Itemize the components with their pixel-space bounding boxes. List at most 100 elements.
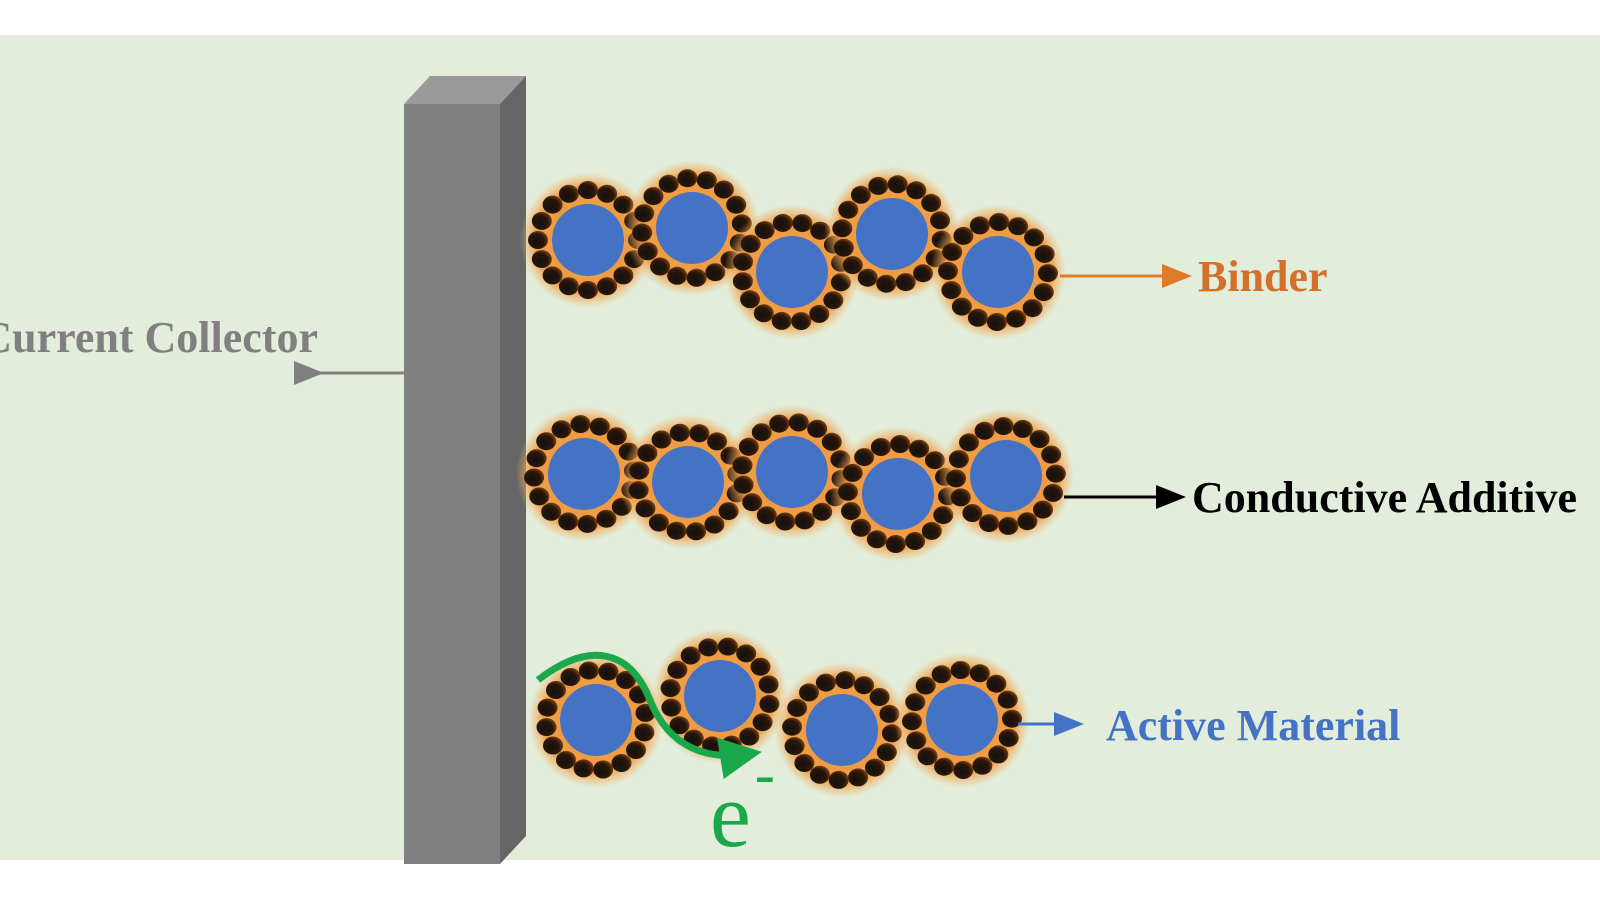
conductive-additive-dot [740, 234, 761, 253]
conductive-additive-dot [934, 757, 955, 776]
conductive-additive-dot [732, 272, 753, 291]
conductive-additive-dot [717, 637, 738, 656]
conductive-additive-dot [1034, 244, 1055, 263]
conductive-additive-dot [784, 737, 805, 756]
conductive-additive-dot [589, 417, 610, 436]
conductive-additive-dot [842, 256, 863, 275]
conductive-additive-dot [1022, 299, 1043, 318]
conductive-additive-dot [870, 438, 891, 456]
conductive-additive-dot [787, 698, 808, 717]
conductive-additive-dot [794, 754, 815, 772]
conductive-additive-dot [986, 313, 1007, 331]
conductive-additive-dot [628, 481, 649, 500]
conductive-additive-dot [542, 195, 563, 214]
conductive-additive-dot [666, 521, 687, 540]
coated-particle [528, 652, 664, 788]
conductive-additive-dot [541, 502, 562, 521]
conductive-additive-dot [953, 761, 974, 779]
conductive-additive-dot [1024, 228, 1045, 247]
conductive-additive-dot [596, 509, 617, 528]
conductive-additive-dot [759, 694, 780, 713]
conductive-additive-dot [988, 745, 1009, 764]
conductive-additive-dot [854, 448, 875, 467]
conductive-additive-dot [578, 661, 599, 680]
conductive-additive-dot [753, 304, 774, 323]
conductive-additive-dot [526, 449, 547, 468]
active-material-particle [560, 684, 632, 756]
conductive-additive-dot [942, 242, 963, 261]
conductive-additive-dot [531, 250, 552, 269]
conductive-additive-dot [1006, 309, 1027, 328]
electron-symbol: e [710, 764, 751, 866]
conductive-additive-dot [1002, 709, 1022, 728]
conductive-additive-dot [597, 184, 618, 203]
active-material-particle [548, 438, 620, 510]
conductive-additive-dot [660, 679, 681, 698]
conductive-additive-dot [542, 266, 563, 285]
conductive-additive-dot [921, 521, 942, 540]
conductive-additive-dot [876, 743, 897, 762]
conductive-additive-dot [558, 277, 579, 296]
conductive-additive-dot [1038, 264, 1058, 283]
collector-top [404, 76, 526, 104]
conductive-additive-dot [788, 413, 809, 432]
conductive-additive-dot [979, 514, 1000, 533]
active-material-particle [652, 446, 724, 518]
conductive-additive-dot [851, 518, 872, 537]
conductive-additive-dot [792, 214, 813, 233]
coated-particle [724, 404, 860, 540]
conductive-additive-dot [651, 430, 672, 449]
conductive-additive-dot [686, 268, 707, 287]
active-material-particle [856, 198, 928, 270]
conductive-additive-dot [536, 432, 557, 451]
conductive-additive-dot [738, 437, 759, 456]
conductive-additive-dot [742, 493, 763, 512]
conductive-additive-dot [794, 511, 815, 530]
conductive-additive-dot [869, 688, 890, 706]
active-material-particle [756, 436, 828, 508]
conductive-additive-dot [578, 281, 598, 299]
conductive-additive-dot [832, 219, 853, 238]
active-material-particle [970, 440, 1042, 512]
conductive-additive-dot [986, 674, 1007, 693]
conductive-additive-dot [807, 419, 828, 438]
conductive-additive-dot [637, 443, 658, 462]
conductive-additive-dot [809, 765, 830, 784]
active-material-particle [806, 694, 878, 766]
conductive-additive-dot [885, 535, 906, 553]
conductive-additive-dot [634, 204, 655, 223]
conductive-additive-dot [906, 731, 927, 750]
conductive-additive-dot [536, 718, 557, 737]
conductive-additive-dot [669, 423, 690, 442]
conductive-additive-dot [821, 432, 842, 451]
conductive-additive-dot [713, 180, 734, 199]
conductive-additive-dot [698, 638, 719, 657]
conductive-additive-dot [551, 420, 572, 439]
conductive-additive-dot [890, 435, 911, 453]
conductive-additive-dot [754, 221, 775, 240]
conductive-additive-dot [998, 516, 1019, 535]
conductive-additive-dot [635, 499, 656, 518]
conductive-additive-dot [906, 181, 927, 200]
electron-path [535, 651, 762, 780]
conductive-additive-dot [1033, 500, 1053, 519]
conductive-additive-dot [704, 515, 725, 534]
conductive-additive-dot [643, 187, 664, 206]
conductive-additive-dot [905, 693, 926, 712]
active-material-particle [926, 684, 998, 756]
conductive-additive-dot [758, 675, 779, 694]
conductive-additive-dot [769, 414, 790, 433]
conductive-additive-dot [1029, 430, 1050, 448]
conductive-additive-dot [648, 513, 669, 532]
conductive-additive-dot [686, 522, 707, 541]
conductive-additive-dot [974, 421, 995, 440]
conductive-additive-dot [632, 223, 653, 242]
conductive-additive-dot [721, 735, 742, 754]
conductive-additive-dot [707, 432, 728, 451]
conductive-additive-dot [558, 184, 579, 203]
conductive-additive-dot [1012, 419, 1033, 438]
conductive-additive-dot [823, 291, 844, 310]
conductive-additive-dot [775, 512, 796, 531]
conductive-additive-dot [938, 261, 958, 280]
conductive-additive-dot [637, 242, 658, 261]
